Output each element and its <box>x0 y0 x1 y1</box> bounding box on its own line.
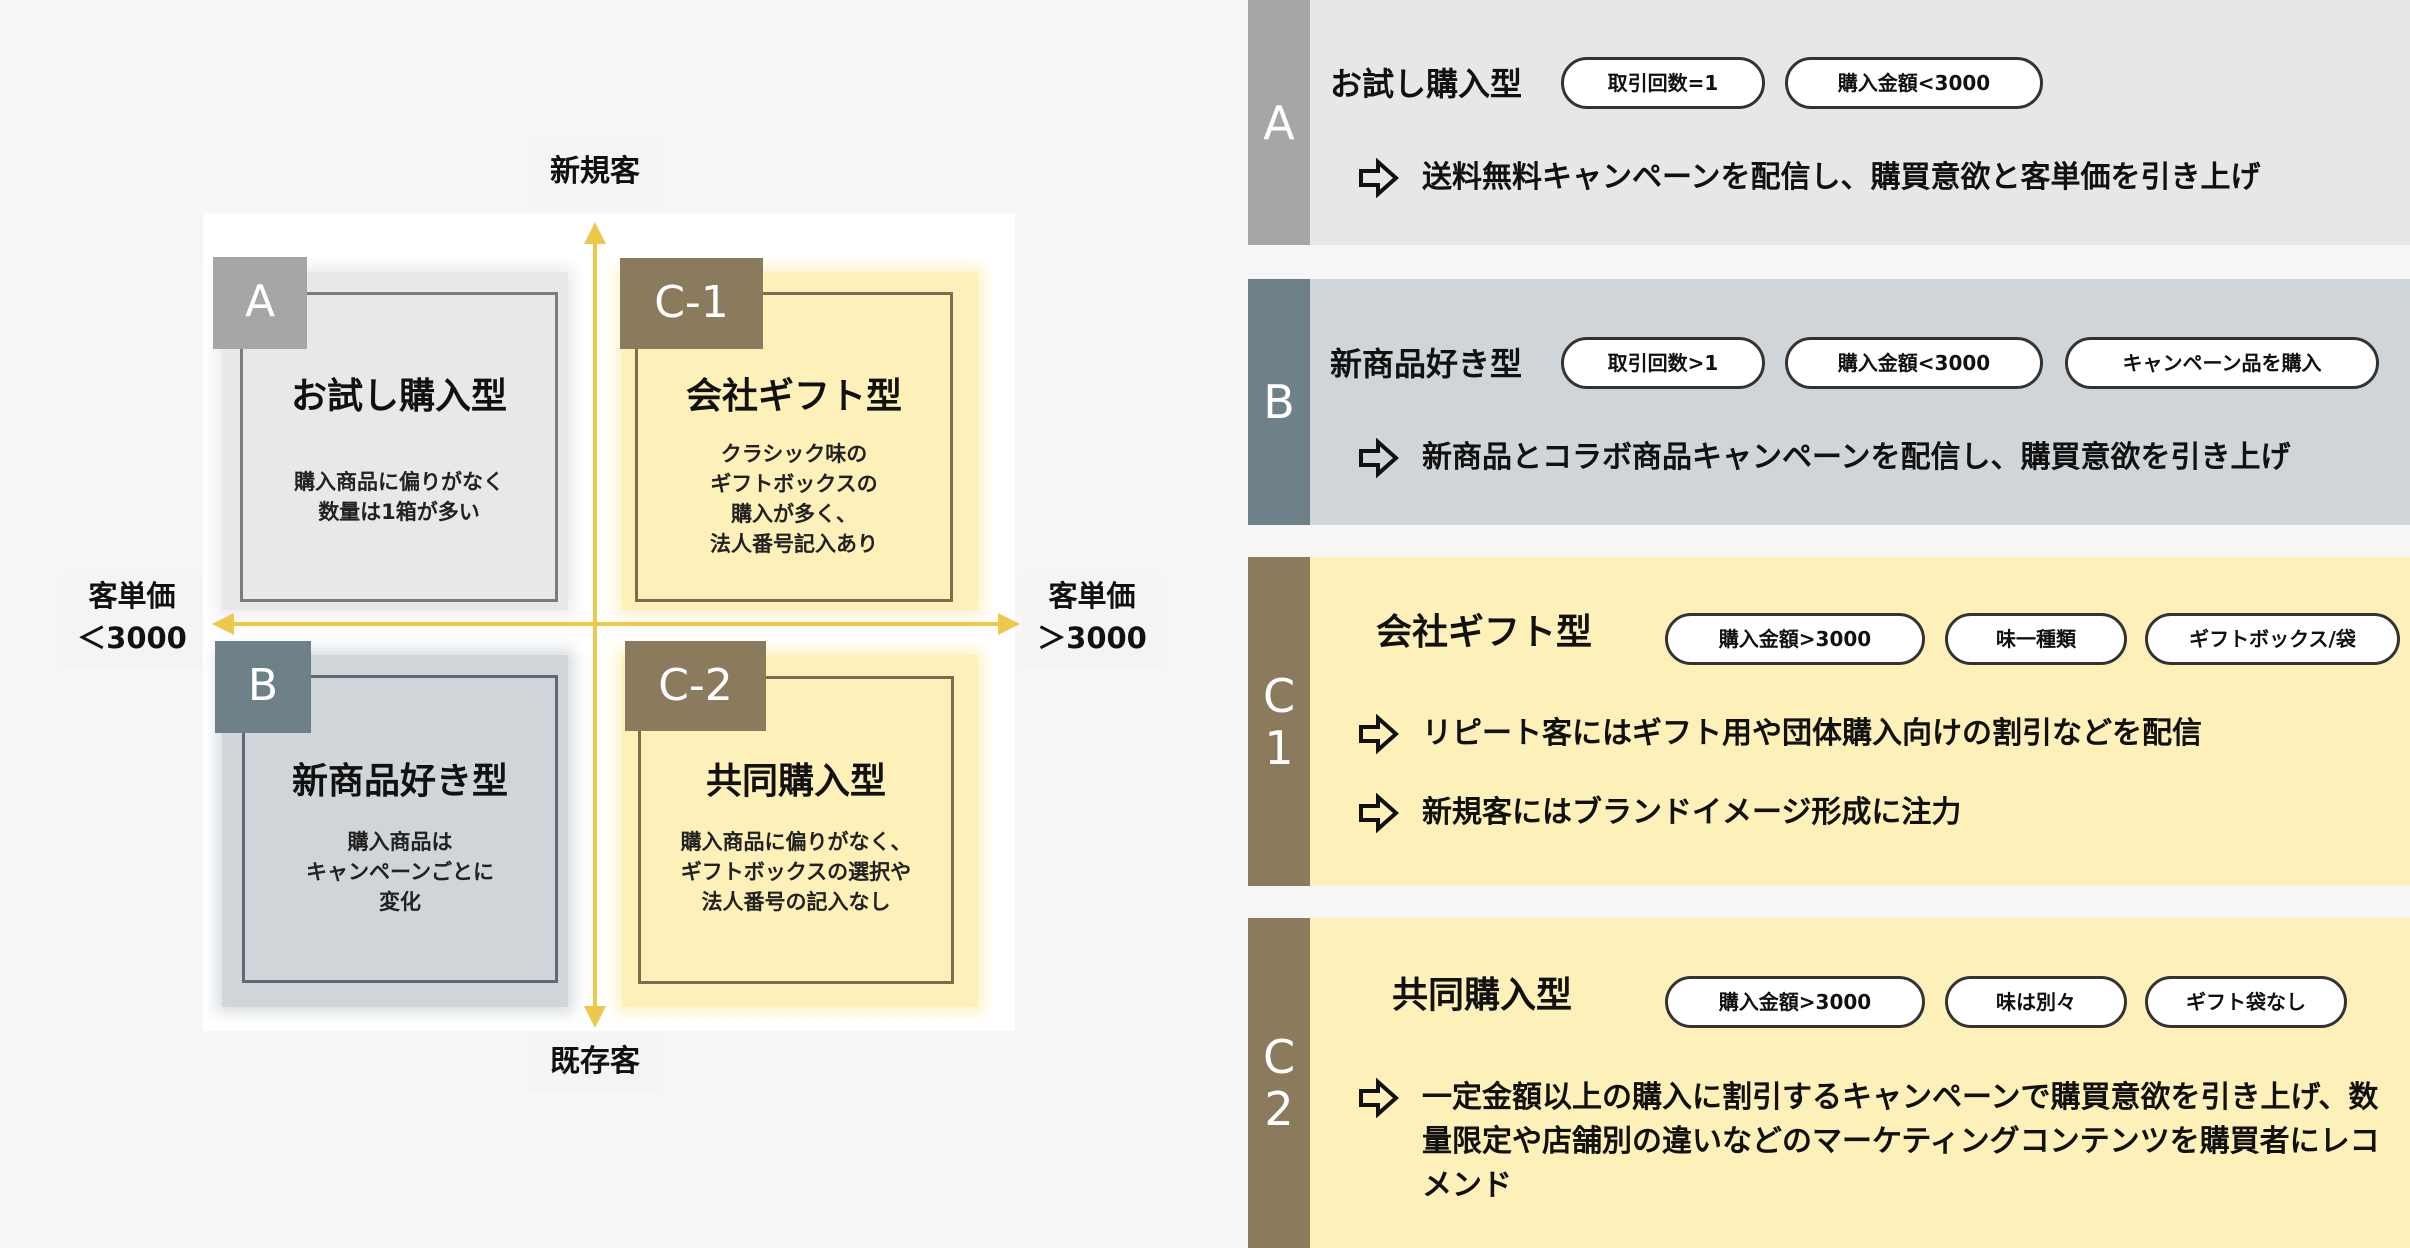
horizontal-axis-line <box>222 622 1002 626</box>
segment-tab-c1: C 1 <box>1248 557 1310 886</box>
quadrant-a-box <box>240 292 558 602</box>
segment-c2-title: 共同購入型 <box>1392 975 1573 1016</box>
quadrant-c2-title: 共同購入型 <box>705 761 886 802</box>
quadrant-c1-description: クラシック味の ギフトボックスの 購入が多く、 法人番号記入あり <box>710 442 878 556</box>
segment-c1-tag: 購入金額>3000 <box>1665 613 1925 665</box>
axis-label-low-price-line1: 客単価 <box>88 579 176 613</box>
right-arrow-outline-icon <box>1359 158 1400 198</box>
segment-tab-c2-label: C 2 <box>1262 1030 1296 1136</box>
quadrant-b-box <box>242 675 558 983</box>
segment-panel-a: A お試し購入型 取引回数=1 購入金額<3000 送料無料キャンペーンを配信し… <box>1248 0 2410 245</box>
segment-b-tag: キャンペーン品を購入 <box>2065 337 2379 389</box>
segment-c2-action-text: 一定金額以上の購入に割引するキャンペーンで購買意欲を引き上げ、数量限定や店舗別の… <box>1422 1080 2380 1203</box>
segment-a-action: 送料無料キャンペーンを配信し、購買意欲と客単価を引き上げ <box>1358 156 2261 200</box>
segment-a-tag: 取引回数=1 <box>1561 57 1765 109</box>
arrow-left-icon <box>212 613 234 635</box>
axis-label-high-price-line2: ＞3000 <box>1037 621 1147 655</box>
quadrant-b-label: B <box>215 641 311 733</box>
right-arrow-outline-icon <box>1359 1078 1400 1118</box>
quadrant-c2-label: C-2 <box>625 641 766 731</box>
segment-c1-action-text: リピート客にはギフト用や団体購入向けの割引などを配信 <box>1422 716 2202 751</box>
segment-b-action-text: 新商品とコラボ商品キャンペーンを配信し、購買意欲を引き上げ <box>1422 440 2291 475</box>
segment-c1-tag: ギフトボックス/袋 <box>2145 613 2400 665</box>
quadrant-c2-description: 購入商品に偏りがなく、 ギフトボックスの選択や 法人番号の記入なし <box>680 830 912 914</box>
quadrant-b-title: 新商品好き型 <box>291 761 508 802</box>
segment-c2-tag: ギフト袋なし <box>2145 976 2347 1028</box>
right-arrow-outline-icon <box>1359 438 1400 478</box>
segment-c1-tag: 味一種類 <box>1945 613 2127 665</box>
quadrant-c1-box <box>635 292 953 602</box>
segment-c1-action: 新規客にはブランドイメージ形成に注力 <box>1358 791 1961 835</box>
segment-tab-a-label: A <box>1263 95 1295 150</box>
segment-tab-a: A <box>1248 0 1310 245</box>
right-arrow-outline-icon <box>1359 714 1400 754</box>
quadrant-c1-label: C-1 <box>620 258 763 349</box>
segment-a-action-text: 送料無料キャンペーンを配信し、購買意欲と客単価を引き上げ <box>1422 160 2261 195</box>
right-arrow-outline-icon <box>1359 793 1400 833</box>
segment-b-tag: 取引回数>1 <box>1561 337 1765 389</box>
axis-label-low-price: 客単価 ＜3000 <box>62 575 202 667</box>
segment-a-tag: 購入金額<3000 <box>1785 57 2043 109</box>
segment-b-title: 新商品好き型 <box>1330 345 1523 383</box>
segment-panel-c2: C 2 共同購入型 購入金額>3000 味は別々 ギフト袋なし 一定金額以上の購… <box>1248 918 2410 1248</box>
quadrant-a-label: A <box>213 257 307 349</box>
segment-tab-c1-label: C 1 <box>1262 668 1296 775</box>
axis-label-low-price-line2: ＜3000 <box>77 621 187 655</box>
segment-tab-b-label: B <box>1263 375 1295 429</box>
quadrant-a-title: お試し購入型 <box>290 376 507 417</box>
segment-tab-b: B <box>1248 279 1310 525</box>
axis-label-high-price-line1: 客単価 <box>1048 579 1136 613</box>
arrow-right-icon <box>998 613 1020 635</box>
axis-label-new-customers: 新規客 <box>528 142 662 202</box>
arrow-down-icon <box>584 1006 606 1028</box>
segment-panel-b: B 新商品好き型 取引回数>1 購入金額<3000 キャンペーン品を購入 新商品… <box>1248 279 2410 525</box>
segment-c1-action-text: 新規客にはブランドイメージ形成に注力 <box>1422 795 1962 830</box>
quadrant-c2-box <box>638 676 954 984</box>
axis-label-high-price: 客単価 ＞3000 <box>1022 575 1162 667</box>
segment-c2-tag: 購入金額>3000 <box>1665 976 1925 1028</box>
segment-b-action: 新商品とコラボ商品キャンペーンを配信し、購買意欲を引き上げ <box>1358 436 2291 480</box>
arrow-up-icon <box>584 222 606 244</box>
segment-c2-action: 一定金額以上の購入に割引するキャンペーンで購買意欲を引き上げ、数量限定や店舗別の… <box>1358 1076 2388 1208</box>
quadrant-a-description: 購入商品に偏りがなく 数量は1箱が多い <box>294 470 504 524</box>
segment-c1-title: 会社ギフト型 <box>1376 612 1593 653</box>
segment-a-title: お試し購入型 <box>1330 65 1523 103</box>
axis-label-existing-customers: 既存客 <box>528 1032 662 1092</box>
segment-b-tag: 購入金額<3000 <box>1785 337 2043 389</box>
segment-c1-action: リピート客にはギフト用や団体購入向けの割引などを配信 <box>1358 712 2202 756</box>
segment-c2-tag: 味は別々 <box>1945 976 2127 1028</box>
quadrant-b-description: 購入商品は キャンペーンごとに 変化 <box>306 830 494 914</box>
segment-panel-c1: C 1 会社ギフト型 購入金額>3000 味一種類 ギフトボックス/袋 リピート… <box>1248 557 2410 886</box>
quadrant-c1-title: 会社ギフト型 <box>685 376 902 417</box>
segment-tab-c2: C 2 <box>1248 918 1310 1248</box>
